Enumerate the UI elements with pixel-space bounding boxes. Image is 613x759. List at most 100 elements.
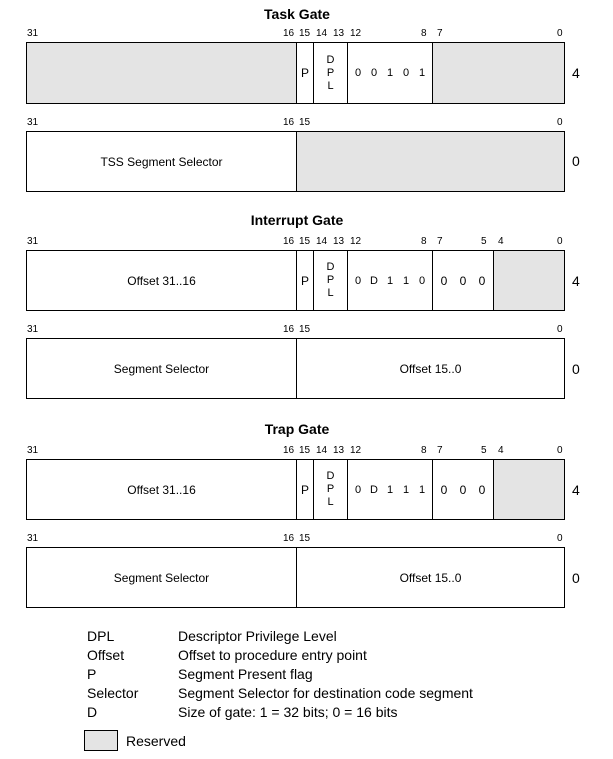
dpl-field: D P L [313, 43, 347, 103]
legend-key: P [87, 666, 97, 682]
bit-label: 15 [299, 117, 311, 128]
bit-label: 16 [283, 117, 295, 128]
dpl-field: D P L [313, 251, 347, 310]
type-bit: 1 [386, 274, 394, 287]
bit-label: 31 [27, 324, 39, 335]
bit-label: 8 [421, 445, 427, 456]
offset-low-field: Offset 15..0 [296, 339, 564, 398]
reserved-field [296, 132, 564, 191]
bit-label: 4 [498, 445, 504, 456]
dpl-letter: P [326, 66, 335, 79]
type-field: 0 D 1 1 0 [347, 251, 432, 310]
zero-bit: 0 [478, 482, 486, 497]
p-field: P [296, 43, 313, 103]
bit-label: 5 [481, 236, 487, 247]
bit-label: 14 [316, 236, 328, 247]
tss-segment-selector-field: TSS Segment Selector [100, 154, 223, 169]
dpl-letter: L [327, 79, 334, 92]
bit-label: 12 [350, 236, 362, 247]
trap-gate-lower-dword: Segment Selector Offset 15..0 [26, 547, 565, 608]
legend-key: DPL [87, 628, 115, 644]
dword-offset: 0 [572, 153, 580, 169]
bit-label: 0 [557, 117, 563, 128]
bit-label: 12 [350, 445, 362, 456]
reserved-field [432, 43, 564, 103]
zero-bit: 0 [478, 273, 486, 288]
bit-label: 31 [27, 117, 39, 128]
dpl-letter: L [327, 287, 334, 299]
zero-bits-field: 0 0 0 [432, 460, 493, 519]
type-bit: D [370, 483, 378, 496]
bit-label: 8 [421, 236, 427, 247]
dpl-letter: P [326, 483, 335, 495]
bit-label: 13 [333, 28, 345, 39]
bit-label: 31 [27, 445, 39, 456]
offset-high-field: Offset 31..16 [127, 273, 196, 288]
segment-selector-field: Segment Selector [113, 570, 210, 585]
bit-label: 31 [27, 236, 39, 247]
legend-desc: Segment Selector for destination code se… [178, 685, 473, 701]
dpl-letter: D [326, 470, 335, 482]
p-field: P [296, 251, 313, 310]
type-field: 0 D 1 1 1 [347, 460, 432, 519]
offset-low-field: Offset 15..0 [296, 548, 564, 607]
bit-label: 0 [557, 236, 563, 247]
type-bit: 0 [418, 274, 426, 287]
bit-label: 16 [283, 324, 295, 335]
bit-label: 15 [299, 324, 311, 335]
type-bit: 1 [418, 483, 426, 496]
legend-desc: Segment Present flag [178, 666, 313, 682]
bit-label: 13 [333, 445, 345, 456]
bit-label: 8 [421, 28, 427, 39]
bit-label: 7 [437, 28, 443, 39]
dpl-field: D P L [313, 460, 347, 519]
legend-desc: Offset to procedure entry point [178, 647, 367, 663]
offset-high-field: Offset 31..16 [127, 482, 196, 497]
legend-key: D [87, 704, 98, 720]
bit-label: 7 [437, 445, 443, 456]
task-gate-lower-dword: TSS Segment Selector [26, 131, 565, 192]
dpl-letter: L [327, 496, 334, 508]
reserved-field [493, 460, 564, 519]
bit-label: 13 [333, 236, 345, 247]
bit-label: 15 [299, 445, 311, 456]
type-bit: 0 [354, 274, 362, 287]
type-bit: 0 [402, 67, 410, 79]
dword-offset: 0 [572, 361, 580, 377]
interrupt-gate-title: Interrupt Gate [250, 212, 344, 228]
bit-label: 16 [283, 28, 295, 39]
type-bit: 1 [386, 483, 394, 496]
task-gate-upper-dword: P D P L 0 0 1 0 1 [26, 42, 565, 104]
dword-offset: 4 [572, 482, 580, 498]
bit-label: 0 [557, 28, 563, 39]
type-bit: 0 [370, 67, 378, 79]
type-bit: 1 [402, 274, 410, 287]
dpl-letter: D [326, 53, 335, 66]
bit-label: 16 [283, 533, 295, 544]
task-gate-title: Task Gate [264, 6, 330, 22]
type-bit: D [370, 274, 378, 287]
bit-label: 15 [299, 533, 311, 544]
type-bit: 1 [386, 67, 394, 79]
trap-gate-upper-dword: Offset 31..16 P D P L 0 D 1 1 1 0 0 0 [26, 459, 565, 520]
dpl-letter: P [326, 274, 335, 286]
zero-bit: 0 [440, 482, 448, 497]
type-field: 0 0 1 0 1 [347, 43, 432, 103]
p-field: P [296, 460, 313, 519]
bit-label: 5 [481, 445, 487, 456]
legend-desc: Descriptor Privilege Level [178, 628, 337, 644]
legend-desc: Size of gate: 1 = 32 bits; 0 = 16 bits [178, 704, 398, 720]
type-bit: 1 [402, 483, 410, 496]
type-bit: 0 [354, 67, 362, 79]
zero-bit: 0 [440, 273, 448, 288]
bit-label: 0 [557, 324, 563, 335]
reserved-swatch [84, 730, 118, 751]
dword-offset: 4 [572, 65, 580, 81]
bit-label: 14 [316, 445, 328, 456]
interrupt-gate-upper-dword: Offset 31..16 P D P L 0 D 1 1 0 0 0 0 [26, 250, 565, 311]
bit-label: 16 [283, 236, 295, 247]
bit-label: 16 [283, 445, 295, 456]
dpl-letter: D [326, 261, 335, 273]
segment-selector-field: Segment Selector [113, 361, 210, 376]
zero-bits-field: 0 0 0 [432, 251, 493, 310]
